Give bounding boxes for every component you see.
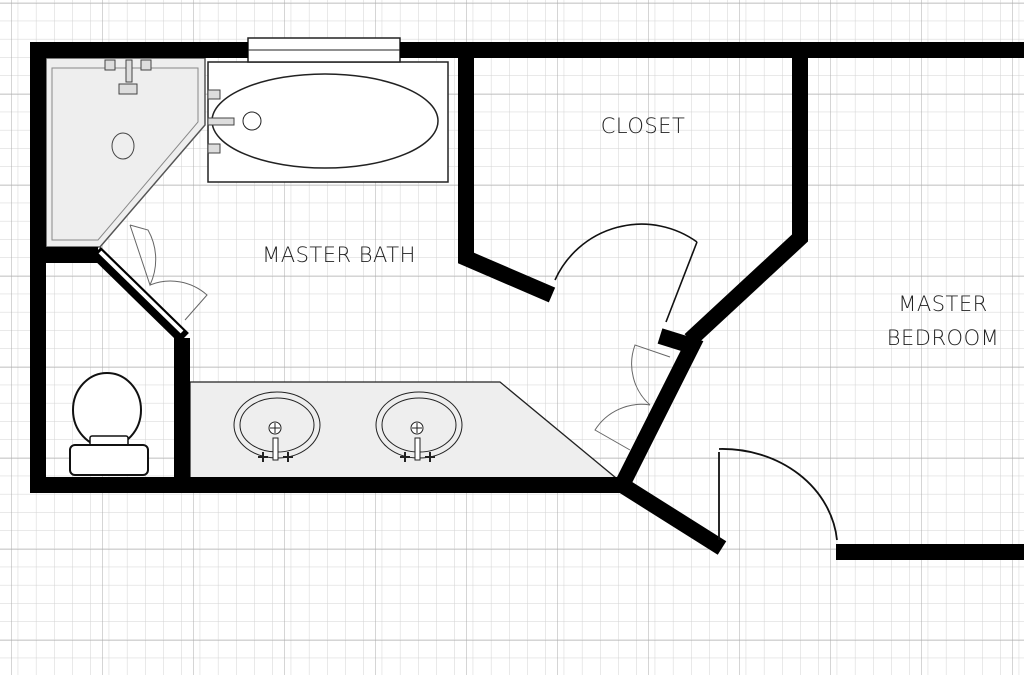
shower-drain-icon — [111, 132, 135, 160]
walls — [30, 42, 1024, 560]
window — [247, 37, 401, 63]
tub-faucet-icon — [207, 89, 235, 154]
tub-drain-icon — [242, 111, 262, 131]
shower — [45, 57, 206, 248]
bath-double-door[interactable] — [594, 344, 671, 451]
toilet — [69, 372, 149, 476]
room-label-closet: CLOSET — [601, 114, 686, 138]
sink-right — [375, 391, 463, 462]
bedroom-door[interactable] — [718, 448, 838, 541]
bathtub — [207, 61, 449, 183]
partition-wall — [91, 246, 189, 344]
room-label-master-bath: MASTER BATH — [262, 243, 416, 267]
water-closet-double-door[interactable] — [129, 224, 208, 321]
room-label-master-bedroom-line2: BEDROOM — [887, 326, 999, 350]
room-label-master-bedroom-line1: MASTER — [898, 292, 988, 316]
closet-door[interactable] — [554, 223, 698, 323]
sink-left — [233, 391, 321, 462]
shower-head-icon — [104, 59, 152, 95]
vanity-counter — [189, 381, 618, 479]
